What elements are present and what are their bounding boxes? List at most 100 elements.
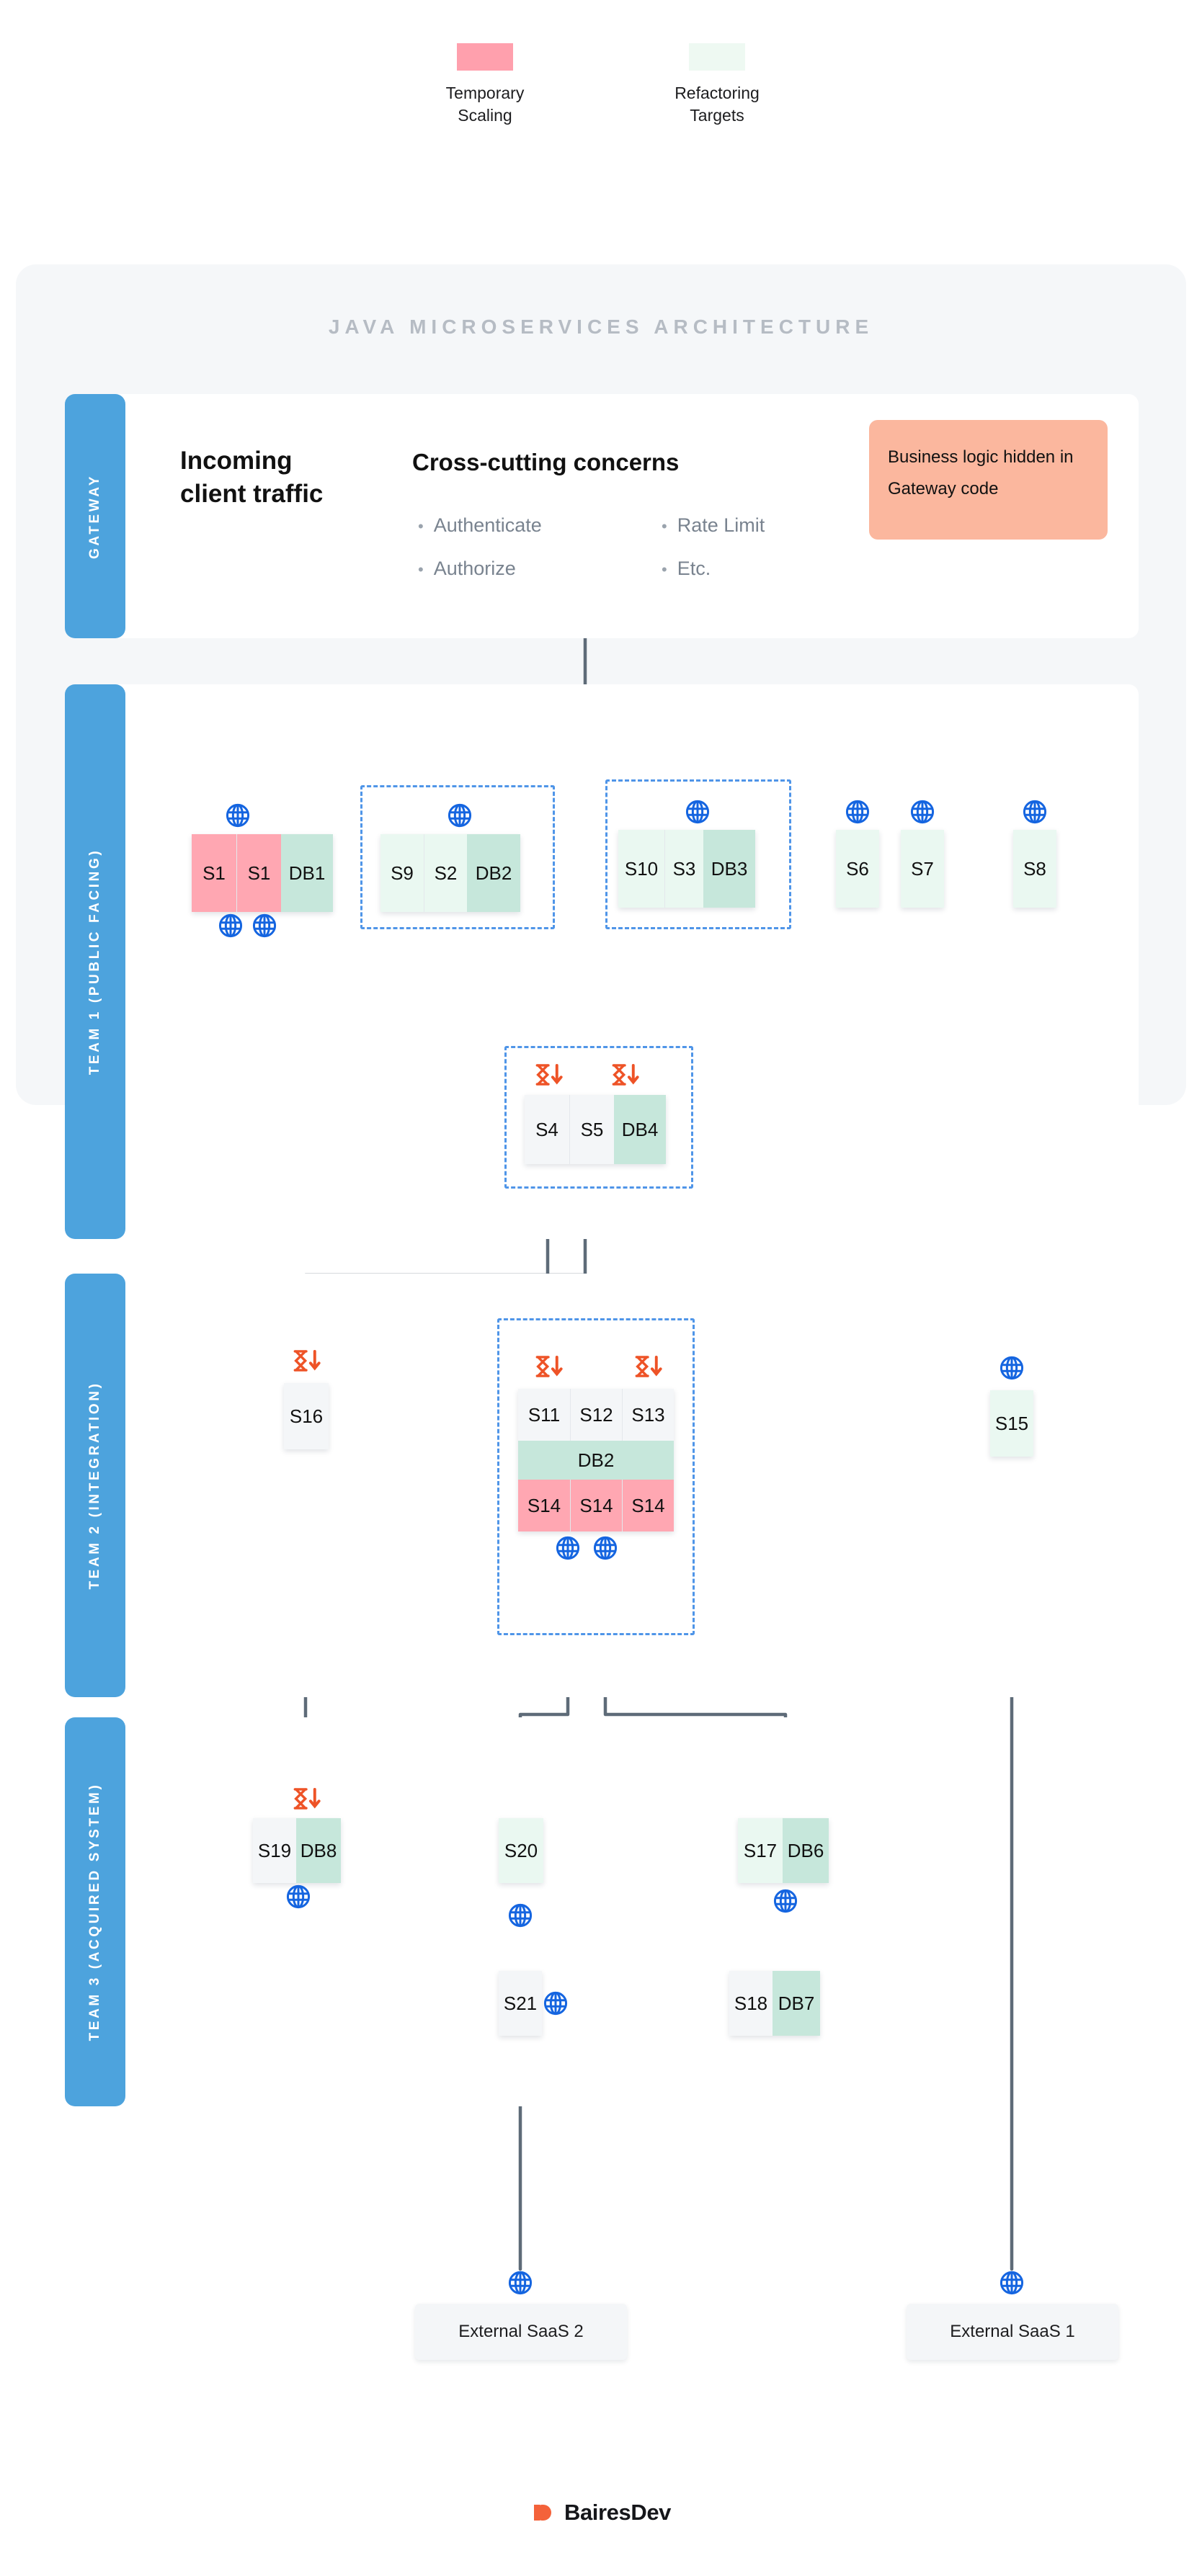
globe-icon bbox=[909, 798, 936, 826]
service-node-s17[interactable]: S17 bbox=[738, 1818, 783, 1883]
bullet-dot: • bbox=[418, 517, 424, 535]
service-node-s14-a[interactable]: S14 bbox=[518, 1480, 570, 1531]
database-node-db2-shared[interactable]: DB2 bbox=[518, 1441, 674, 1480]
service-node-s12[interactable]: S12 bbox=[570, 1389, 622, 1441]
service-node-s1-b[interactable]: S1 bbox=[236, 834, 281, 912]
service-node-s8[interactable]: S8 bbox=[1013, 830, 1056, 908]
gateway-tab-label: GATEWAY bbox=[87, 473, 102, 559]
team3-panel bbox=[65, 1717, 931, 2106]
globe-icon bbox=[217, 912, 244, 939]
database-node-db3[interactable]: DB3 bbox=[703, 830, 755, 908]
service-node-s7[interactable]: S7 bbox=[901, 830, 944, 908]
service-node-s15[interactable]: S15 bbox=[990, 1390, 1033, 1457]
cross-cutting-title: Cross-cutting concerns bbox=[412, 449, 680, 475]
globe-icon bbox=[285, 1883, 312, 1910]
concern-item-etc: •Etc. bbox=[662, 558, 711, 579]
hourglass-down-icon bbox=[608, 1063, 641, 1087]
service-node-s5[interactable]: S5 bbox=[569, 1095, 614, 1164]
service-node-s3[interactable]: S3 bbox=[664, 830, 703, 908]
globe-icon bbox=[592, 1534, 619, 1562]
service-group-s10: S10 S3 DB3 bbox=[618, 830, 755, 908]
legend-swatch-pink bbox=[457, 43, 513, 71]
bullet-dot: • bbox=[662, 560, 667, 578]
globe-icon bbox=[1021, 798, 1049, 826]
service-group-s19: S19 DB8 bbox=[253, 1818, 341, 1883]
legend-label-refactoring-targets: Refactoring Targets bbox=[675, 84, 760, 125]
service-node-s1-a[interactable]: S1 bbox=[192, 834, 236, 912]
globe-icon bbox=[224, 802, 251, 829]
database-node-db6[interactable]: DB6 bbox=[783, 1818, 829, 1883]
hourglass-down-icon bbox=[532, 1063, 565, 1087]
database-node-db1[interactable]: DB1 bbox=[281, 834, 333, 912]
service-group-s18: S18 DB7 bbox=[729, 1971, 820, 2036]
globe-icon bbox=[554, 1534, 582, 1562]
external-saas-2-node[interactable]: External SaaS 2 bbox=[415, 2304, 627, 2360]
cluster-row-services: S11 S12 S13 bbox=[518, 1389, 674, 1441]
hourglass-down-icon bbox=[290, 1786, 323, 1811]
bairesdev-wordmark: BairesDev bbox=[564, 2500, 672, 2525]
refactor-group-box-1 bbox=[360, 785, 555, 929]
cluster-row-scaled: S14 S14 S14 bbox=[518, 1480, 674, 1531]
gateway-warning-note: Business logic hidden in Gateway code bbox=[869, 420, 1108, 540]
external-saas-1-node[interactable]: External SaaS 1 bbox=[907, 2304, 1118, 2360]
team3-tab: TEAM 3 (ACQUIRED SYSTEM) bbox=[65, 1717, 125, 2106]
legend-swatch-green bbox=[689, 43, 745, 71]
footer-brand: BairesDev bbox=[0, 2500, 1202, 2526]
service-group-s9: S9 S2 DB2 bbox=[380, 834, 520, 912]
globe-icon bbox=[542, 1990, 569, 2017]
bullet-dot: • bbox=[418, 560, 424, 578]
service-node-s14-c[interactable]: S14 bbox=[622, 1480, 674, 1531]
gateway-heading: Incoming client traffic bbox=[180, 447, 324, 508]
bullet-dot: • bbox=[662, 517, 667, 535]
hourglass-down-icon bbox=[532, 1354, 565, 1379]
service-node-s10[interactable]: S10 bbox=[618, 830, 664, 908]
database-node-db8[interactable]: DB8 bbox=[296, 1818, 341, 1883]
refactor-group-box-4 bbox=[497, 1318, 695, 1635]
globe-icon bbox=[684, 798, 711, 826]
service-node-s19[interactable]: S19 bbox=[253, 1818, 296, 1883]
globe-icon bbox=[446, 802, 473, 829]
gateway-warning-note-text: Business logic hidden in Gateway code bbox=[888, 447, 1074, 498]
service-node-s4[interactable]: S4 bbox=[525, 1095, 569, 1164]
page-title: JAVA MICROSERVICES ARCHITECTURE bbox=[328, 316, 874, 338]
concern-item-authenticate: •Authenticate bbox=[418, 514, 542, 536]
concern-item-rate-limit: •Rate Limit bbox=[662, 514, 765, 536]
service-node-s11[interactable]: S11 bbox=[518, 1389, 570, 1441]
refactor-group-box-3 bbox=[504, 1046, 693, 1189]
globe-icon bbox=[507, 1902, 534, 1929]
globe-icon bbox=[844, 798, 871, 826]
service-group-s1: S1 S1 DB1 bbox=[192, 834, 333, 912]
service-node-s14-b[interactable]: S14 bbox=[570, 1480, 622, 1531]
legend-item-temporary-scaling: Temporary Scaling bbox=[431, 43, 539, 127]
service-node-s9[interactable]: S9 bbox=[380, 834, 424, 912]
service-node-s20[interactable]: S20 bbox=[499, 1818, 543, 1883]
team1-tab: TEAM 1 (PUBLIC FACING) bbox=[65, 684, 125, 1239]
globe-icon bbox=[251, 912, 278, 939]
team2-tab-label: TEAM 2 (INTEGRATION) bbox=[87, 1381, 102, 1590]
service-node-s21[interactable]: S21 bbox=[499, 1971, 542, 2036]
legend: Temporary Scaling Refactoring Targets bbox=[0, 43, 1202, 127]
globe-icon bbox=[998, 1354, 1025, 1382]
database-node-db2[interactable]: DB2 bbox=[467, 834, 520, 912]
team2-tab: TEAM 2 (INTEGRATION) bbox=[65, 1274, 125, 1697]
service-node-s13[interactable]: S13 bbox=[622, 1389, 674, 1441]
hourglass-down-icon bbox=[290, 1349, 323, 1373]
team1-tab-label: TEAM 1 (PUBLIC FACING) bbox=[87, 848, 102, 1075]
service-node-s2[interactable]: S2 bbox=[424, 834, 467, 912]
legend-item-refactoring-targets: Refactoring Targets bbox=[663, 43, 771, 127]
globe-icon bbox=[998, 2269, 1025, 2297]
team3-tab-label: TEAM 3 (ACQUIRED SYSTEM) bbox=[87, 1782, 102, 2041]
service-node-s6[interactable]: S6 bbox=[836, 830, 879, 908]
hourglass-down-icon bbox=[631, 1354, 664, 1379]
globe-icon bbox=[507, 2269, 534, 2297]
gateway-tab: GATEWAY bbox=[65, 394, 125, 638]
service-group-s4: S4 S5 DB4 bbox=[525, 1095, 666, 1164]
database-node-db4[interactable]: DB4 bbox=[614, 1095, 666, 1164]
concern-item-authorize: •Authorize bbox=[418, 558, 516, 579]
service-group-s17: S17 DB6 bbox=[738, 1818, 829, 1883]
service-cluster-team2: S11 S12 S13 DB2 S14 S14 S14 bbox=[518, 1389, 674, 1531]
service-node-s16[interactable]: S16 bbox=[284, 1383, 329, 1449]
globe-icon bbox=[772, 1887, 799, 1915]
database-node-db7[interactable]: DB7 bbox=[773, 1971, 820, 2036]
service-node-s18[interactable]: S18 bbox=[729, 1971, 773, 2036]
